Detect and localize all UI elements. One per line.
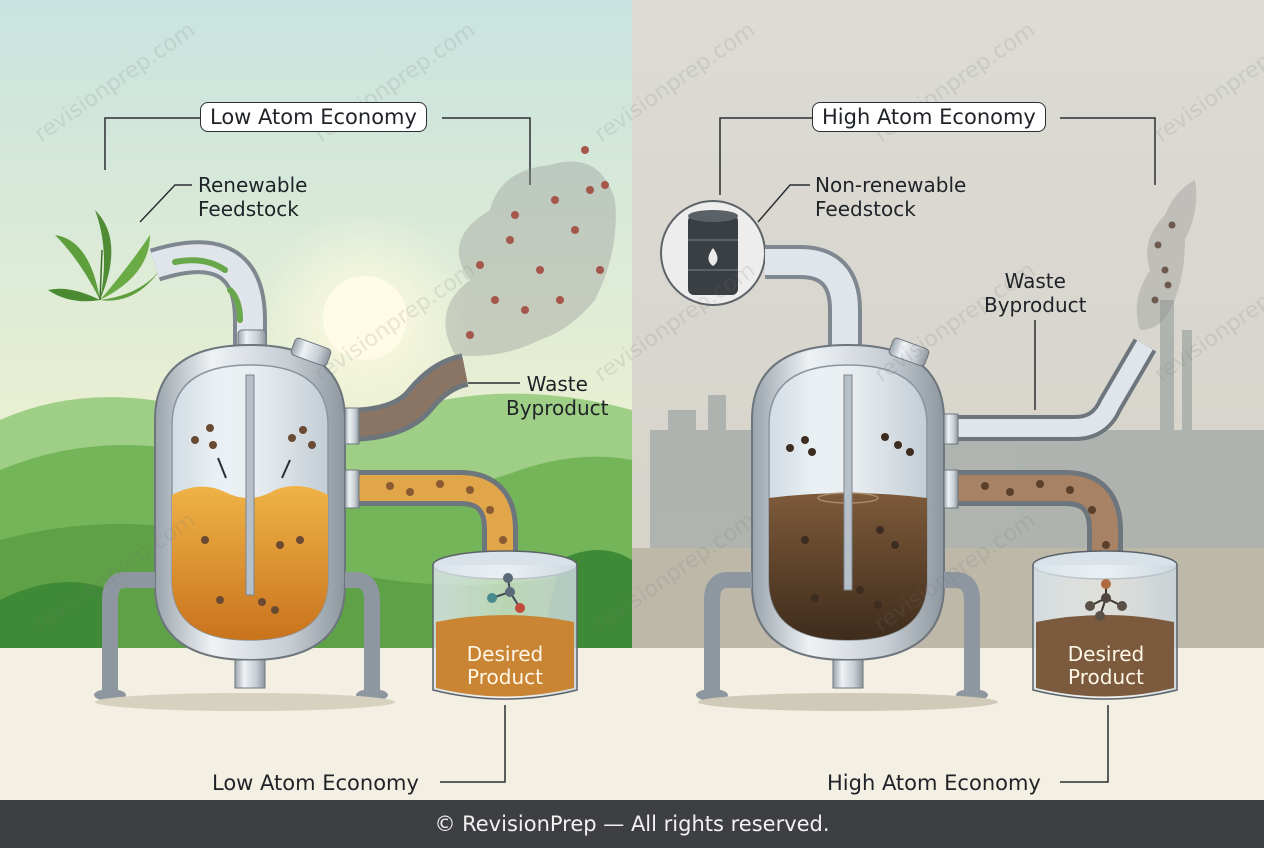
right-title: High Atom Economy	[812, 102, 1046, 132]
right-reactor-molecules	[786, 433, 914, 609]
right-product-label: Desired Product	[1067, 642, 1145, 689]
left-product-liquid	[436, 615, 574, 697]
right-product-beaker	[1032, 550, 1178, 700]
left-bottom-label: Low Atom Economy	[212, 771, 419, 795]
left-feedstock-leader	[139, 184, 192, 223]
left-reactor-molecules	[191, 424, 316, 614]
left-title: Low Atom Economy	[200, 102, 427, 132]
right-feedstock-leader	[757, 184, 810, 223]
right-product-liquid	[1036, 615, 1174, 697]
right-waste-label: Waste Byproduct	[984, 269, 1087, 317]
right-feedstock-label: Non-renewable Feedstock	[815, 173, 967, 221]
right-title-leader	[719, 117, 1156, 195]
oil-barrel-icon	[660, 200, 766, 306]
right-reactor	[751, 337, 945, 689]
diagram-scene	[0, 0, 1264, 800]
right-bottom-leader	[1060, 705, 1109, 783]
left-product-label: Desired Product	[466, 642, 544, 689]
left-bottom-leader	[440, 705, 506, 783]
left-waste-label: Waste Byproduct	[506, 372, 609, 420]
left-reactor-legs	[102, 572, 380, 695]
right-reactor-legs	[704, 572, 980, 695]
left-feedstock-label: Renewable Feedstock	[198, 173, 308, 221]
right-waste-smoke	[1136, 180, 1197, 330]
left-reactor	[154, 329, 346, 689]
leaf-icon	[48, 210, 160, 302]
left-title-leader	[104, 117, 531, 185]
copyright-footer: © RevisionPrep — All rights reserved.	[0, 800, 1264, 848]
left-waste-smoke	[445, 146, 616, 356]
left-product-beaker	[432, 550, 578, 700]
right-bottom-label: High Atom Economy	[827, 771, 1041, 795]
